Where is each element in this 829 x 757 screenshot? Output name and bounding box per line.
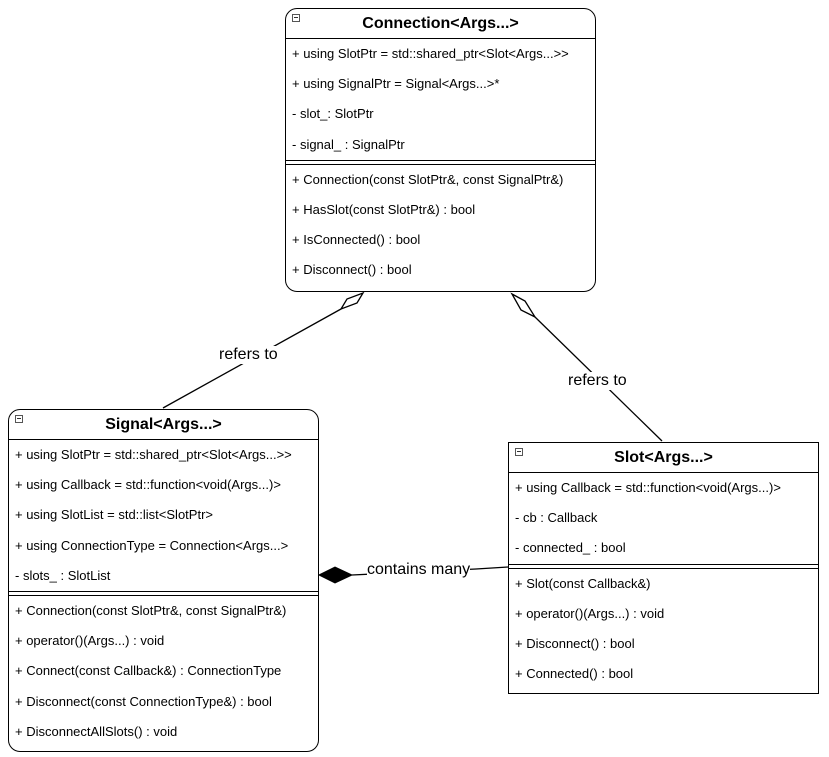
compartment-divider xyxy=(9,590,318,596)
slot-connection-aggregation-diamond xyxy=(510,292,537,319)
attribute: + using SignalPtr = Signal<Args...>* xyxy=(292,76,500,92)
operation: + Connection(const SlotPtr&, const Signa… xyxy=(292,171,564,187)
attribute: - slot_: SlotPtr xyxy=(292,106,374,122)
operation: + operator()(Args...) : void xyxy=(515,605,665,621)
signal-operations: + Connection(const SlotPtr&, const Signa… xyxy=(9,596,318,747)
slot-class-title: Slot<Args...> xyxy=(509,443,818,473)
signal-connection-label: refers to xyxy=(219,346,278,364)
operation: + Slot(const Callback&) xyxy=(515,575,651,591)
attribute: - slots_ : SlotList xyxy=(15,567,111,583)
collapse-icon[interactable] xyxy=(515,448,523,456)
attribute: - signal_ : SignalPtr xyxy=(292,136,405,152)
operation: + Connect(const Callback&) : ConnectionT… xyxy=(15,663,282,679)
attribute: + using Callback = std::function<void(Ar… xyxy=(515,480,781,495)
operation: + operator()(Args...) : void xyxy=(15,633,165,649)
attribute: + using SlotPtr = std::shared_ptr<Slot<A… xyxy=(15,447,292,462)
signal-slot-composition-diamond xyxy=(317,566,354,584)
signal-attributes: + using SlotPtr = std::shared_ptr<Slot<A… xyxy=(9,440,318,591)
attribute: + using ConnectionType = Connection<Args… xyxy=(15,537,289,553)
operation: + Disconnect(const ConnectionType&) : bo… xyxy=(15,693,272,709)
compartment-divider xyxy=(286,159,595,165)
signal-class[interactable]: Signal<Args...> + using SlotPtr = std::s… xyxy=(8,409,319,752)
operation: + IsConnected() : bool xyxy=(292,232,421,248)
slot-operations: + Slot(const Callback&) + operator()(Arg… xyxy=(509,569,818,690)
operation: + HasSlot(const SlotPtr&) : bool xyxy=(292,201,476,217)
collapse-icon[interactable] xyxy=(15,415,23,423)
attribute: - cb : Callback xyxy=(515,510,598,526)
slot-attributes: + using Callback = std::function<void(Ar… xyxy=(509,473,818,564)
attribute: + using Callback = std::function<void(Ar… xyxy=(15,477,281,493)
slot-class[interactable]: Slot<Args...> + using Callback = std::fu… xyxy=(508,442,819,694)
connection-operations: + Connection(const SlotPtr&, const Signa… xyxy=(286,165,595,286)
attribute: + using SlotList = std::list<SlotPtr> xyxy=(15,507,213,523)
operation: + DisconnectAllSlots() : void xyxy=(15,723,178,739)
signal-connection-aggregation-diamond xyxy=(339,291,365,311)
connection-class[interactable]: Connection<Args...> + using SlotPtr = st… xyxy=(285,8,596,292)
attribute: - connected_ : bool xyxy=(515,540,626,556)
operation: + Connected() : bool xyxy=(515,666,634,682)
signal-class-title: Signal<Args...> xyxy=(9,410,318,440)
connection-class-title: Connection<Args...> xyxy=(286,9,595,39)
connection-attributes: + using SlotPtr = std::shared_ptr<Slot<A… xyxy=(286,39,595,160)
attribute: + using SlotPtr = std::shared_ptr<Slot<A… xyxy=(292,46,569,61)
operation: + Disconnect() : bool xyxy=(292,262,412,278)
operation: + Connection(const SlotPtr&, const Signa… xyxy=(15,602,287,618)
operation: + Disconnect() : bool xyxy=(515,635,635,651)
slot-connection-label: refers to xyxy=(568,372,627,390)
collapse-icon[interactable] xyxy=(292,14,300,22)
signal-slot-label: contains many xyxy=(367,561,471,579)
compartment-divider xyxy=(509,563,818,569)
